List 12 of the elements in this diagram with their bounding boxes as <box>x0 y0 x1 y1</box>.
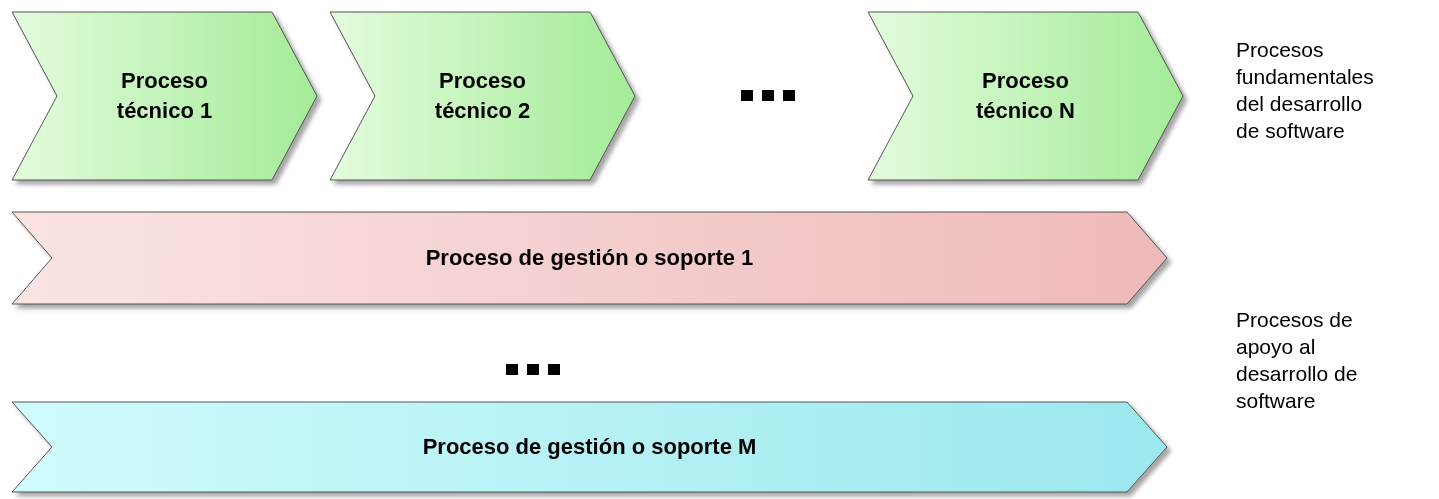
process-step <box>868 12 1183 180</box>
group-note: Procesos fundamentales del desarrollo de software <box>1236 37 1375 144</box>
process-step <box>12 212 1167 304</box>
process-step <box>12 402 1167 492</box>
group-note: Procesos de apoyo al desarrollo de software <box>1236 307 1359 414</box>
process-label: Proceso de gestión o soporte 1 <box>425 244 754 272</box>
process-label: Proceso técnico 1 <box>115 67 214 125</box>
process-step <box>12 12 317 180</box>
process-step <box>330 12 635 180</box>
process-label: Proceso de gestión o soporte M <box>422 433 757 461</box>
process-label: Proceso técnico N <box>975 67 1076 125</box>
process-label: Proceso técnico 2 <box>433 67 532 125</box>
